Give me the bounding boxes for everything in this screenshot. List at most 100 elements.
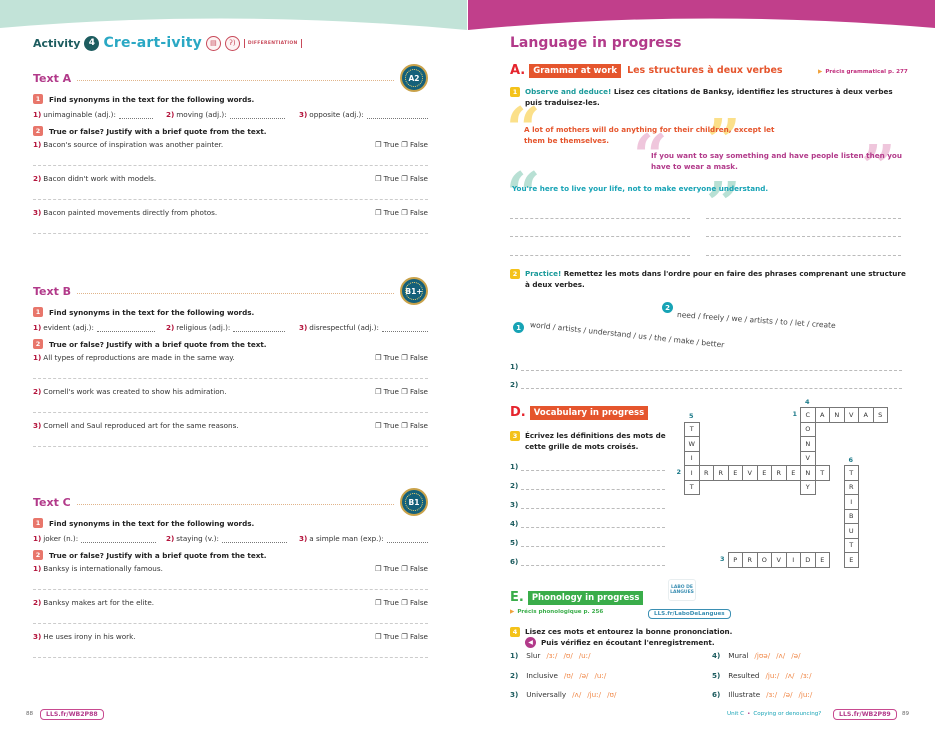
crossword-cell[interactable]: R bbox=[698, 465, 714, 481]
crossword-cell[interactable]: R bbox=[771, 465, 787, 481]
labo-link[interactable]: LLS.fr/LaboDeLangues bbox=[648, 609, 731, 619]
answer-line[interactable]: 2) bbox=[510, 380, 902, 389]
crossword-cell[interactable]: R bbox=[742, 552, 758, 568]
ipa-option[interactable]: /ə/ bbox=[783, 690, 793, 699]
definition-line[interactable]: 2) bbox=[510, 481, 665, 490]
crossword-cell[interactable]: V bbox=[843, 407, 859, 423]
lls-link[interactable]: LLS.fr/WB2P89 bbox=[833, 709, 897, 720]
true-false-checkboxes[interactable]: ❐ True ❐ False bbox=[374, 353, 428, 362]
crossword-cell[interactable]: E bbox=[756, 465, 772, 481]
answer-line[interactable] bbox=[706, 236, 901, 237]
ipa-option[interactable]: /ʌ/ bbox=[572, 690, 582, 699]
crossword-cell[interactable]: A bbox=[814, 407, 830, 423]
synonym-item[interactable]: 2)moving (adj.): bbox=[166, 110, 299, 119]
ipa-option[interactable]: /ʊ/ bbox=[607, 690, 617, 699]
answer-line[interactable] bbox=[510, 236, 690, 237]
true-false-checkboxes[interactable]: ❐ True ❐ False bbox=[374, 598, 428, 607]
answer-line[interactable] bbox=[33, 446, 428, 447]
crossword-cell[interactable]: E bbox=[814, 552, 830, 568]
crossword-cell[interactable]: T bbox=[843, 537, 859, 553]
crossword-cell[interactable]: P bbox=[727, 552, 743, 568]
synonym-item[interactable]: 3)a simple man (exp.): bbox=[299, 534, 428, 543]
synonym-item[interactable]: 3)opposite (adj.): bbox=[299, 110, 428, 119]
crossword-cell[interactable]: I bbox=[785, 552, 801, 568]
answer-line[interactable] bbox=[33, 233, 428, 234]
crossword-cell[interactable]: C bbox=[800, 407, 816, 423]
audio-speaker-icon[interactable]: ◀ bbox=[525, 637, 536, 648]
ipa-option[interactable]: /juː/ bbox=[587, 690, 602, 699]
synonym-item[interactable]: 2)religious (adj.): bbox=[166, 323, 299, 332]
crossword-cell[interactable]: O bbox=[756, 552, 772, 568]
definition-line[interactable]: 1) bbox=[510, 462, 665, 471]
ipa-option[interactable]: /ɜː/ bbox=[766, 690, 778, 699]
true-false-checkboxes[interactable]: ❐ True ❐ False bbox=[374, 632, 428, 641]
ipa-option[interactable]: /ɜː/ bbox=[800, 671, 812, 680]
crossword-cell[interactable]: T bbox=[814, 465, 830, 481]
synonym-item[interactable]: 1)joker (n.): bbox=[33, 534, 166, 543]
synonym-item[interactable]: 1)unimaginable (adj.): bbox=[33, 110, 166, 119]
crossword-cell[interactable]: N bbox=[800, 436, 816, 452]
answer-line[interactable] bbox=[706, 255, 901, 256]
crossword-cell[interactable]: V bbox=[742, 465, 758, 481]
answer-line[interactable] bbox=[510, 255, 690, 256]
crossword-cell[interactable]: W bbox=[684, 436, 700, 452]
ipa-option[interactable]: /jʊə/ bbox=[754, 651, 771, 660]
definition-line[interactable]: 5) bbox=[510, 538, 665, 547]
ipa-option[interactable]: /ʊ/ bbox=[563, 651, 573, 660]
crossword-cell[interactable]: I bbox=[684, 465, 700, 481]
crossword-cell[interactable]: T bbox=[684, 421, 700, 437]
ipa-option[interactable]: /ʌ/ bbox=[785, 671, 795, 680]
true-false-checkboxes[interactable]: ❐ True ❐ False bbox=[374, 208, 428, 217]
ipa-option[interactable]: /juː/ bbox=[765, 671, 780, 680]
answer-line[interactable] bbox=[33, 378, 428, 379]
ipa-option[interactable]: /ʌ/ bbox=[776, 651, 786, 660]
ipa-option[interactable]: /ə/ bbox=[791, 651, 801, 660]
answer-line[interactable] bbox=[706, 218, 901, 219]
crossword-cell[interactable]: O bbox=[800, 421, 816, 437]
definition-line[interactable]: 4) bbox=[510, 519, 665, 528]
crossword-cell[interactable]: U bbox=[843, 523, 859, 539]
phonology-reference-link[interactable]: ▶Précis phonologique p. 256 bbox=[510, 609, 604, 615]
crossword-cell[interactable]: D bbox=[800, 552, 816, 568]
answer-line[interactable] bbox=[33, 623, 428, 624]
crossword-cell[interactable]: V bbox=[800, 450, 816, 466]
crossword-cell[interactable]: T bbox=[684, 479, 700, 495]
crossword-cell[interactable]: S bbox=[872, 407, 888, 423]
ipa-option[interactable]: /uː/ bbox=[578, 651, 591, 660]
answer-line[interactable] bbox=[510, 218, 690, 219]
ipa-option[interactable]: /ʊ/ bbox=[563, 671, 574, 680]
definition-line[interactable]: 3) bbox=[510, 500, 665, 509]
crossword-cell[interactable]: R bbox=[843, 479, 859, 495]
crossword-cell[interactable]: I bbox=[843, 494, 859, 510]
grammar-reference-link[interactable]: ▶Précis grammatical p. 277 bbox=[818, 69, 908, 75]
crossword-cell[interactable]: B bbox=[843, 508, 859, 524]
crossword-cell[interactable]: I bbox=[684, 450, 700, 466]
crossword-cell[interactable]: R bbox=[713, 465, 729, 481]
ipa-option[interactable]: /uː/ bbox=[594, 671, 607, 680]
true-false-checkboxes[interactable]: ❐ True ❐ False bbox=[374, 140, 428, 149]
crossword-cell[interactable]: E bbox=[843, 552, 859, 568]
crossword-cell[interactable]: V bbox=[771, 552, 787, 568]
crossword-cell[interactable]: Y bbox=[800, 479, 816, 495]
answer-line[interactable]: 1) bbox=[510, 362, 902, 371]
answer-line[interactable] bbox=[33, 657, 428, 658]
synonym-item[interactable]: 1)evident (adj.): bbox=[33, 323, 166, 332]
answer-line[interactable] bbox=[33, 165, 428, 166]
ipa-option[interactable]: /juː/ bbox=[798, 690, 813, 699]
crossword-cell[interactable]: N bbox=[800, 465, 816, 481]
crossword-cell[interactable]: E bbox=[785, 465, 801, 481]
crossword-cell[interactable]: T bbox=[843, 465, 859, 481]
crossword-cell[interactable]: N bbox=[829, 407, 845, 423]
answer-line[interactable] bbox=[33, 412, 428, 413]
synonym-item[interactable]: 3)disrespectful (adj.): bbox=[299, 323, 428, 332]
crossword-cell[interactable]: A bbox=[858, 407, 874, 423]
definition-line[interactable]: 6) bbox=[510, 557, 665, 566]
true-false-checkboxes[interactable]: ❐ True ❐ False bbox=[374, 387, 428, 396]
answer-line[interactable] bbox=[33, 199, 428, 200]
true-false-checkboxes[interactable]: ❐ True ❐ False bbox=[374, 174, 428, 183]
ipa-option[interactable]: /ɜː/ bbox=[546, 651, 558, 660]
crossword-cell[interactable]: E bbox=[727, 465, 743, 481]
synonym-item[interactable]: 2)staying (v.): bbox=[166, 534, 299, 543]
true-false-checkboxes[interactable]: ❐ True ❐ False bbox=[374, 421, 428, 430]
lls-link[interactable]: LLS.fr/WB2P88 bbox=[40, 709, 104, 720]
